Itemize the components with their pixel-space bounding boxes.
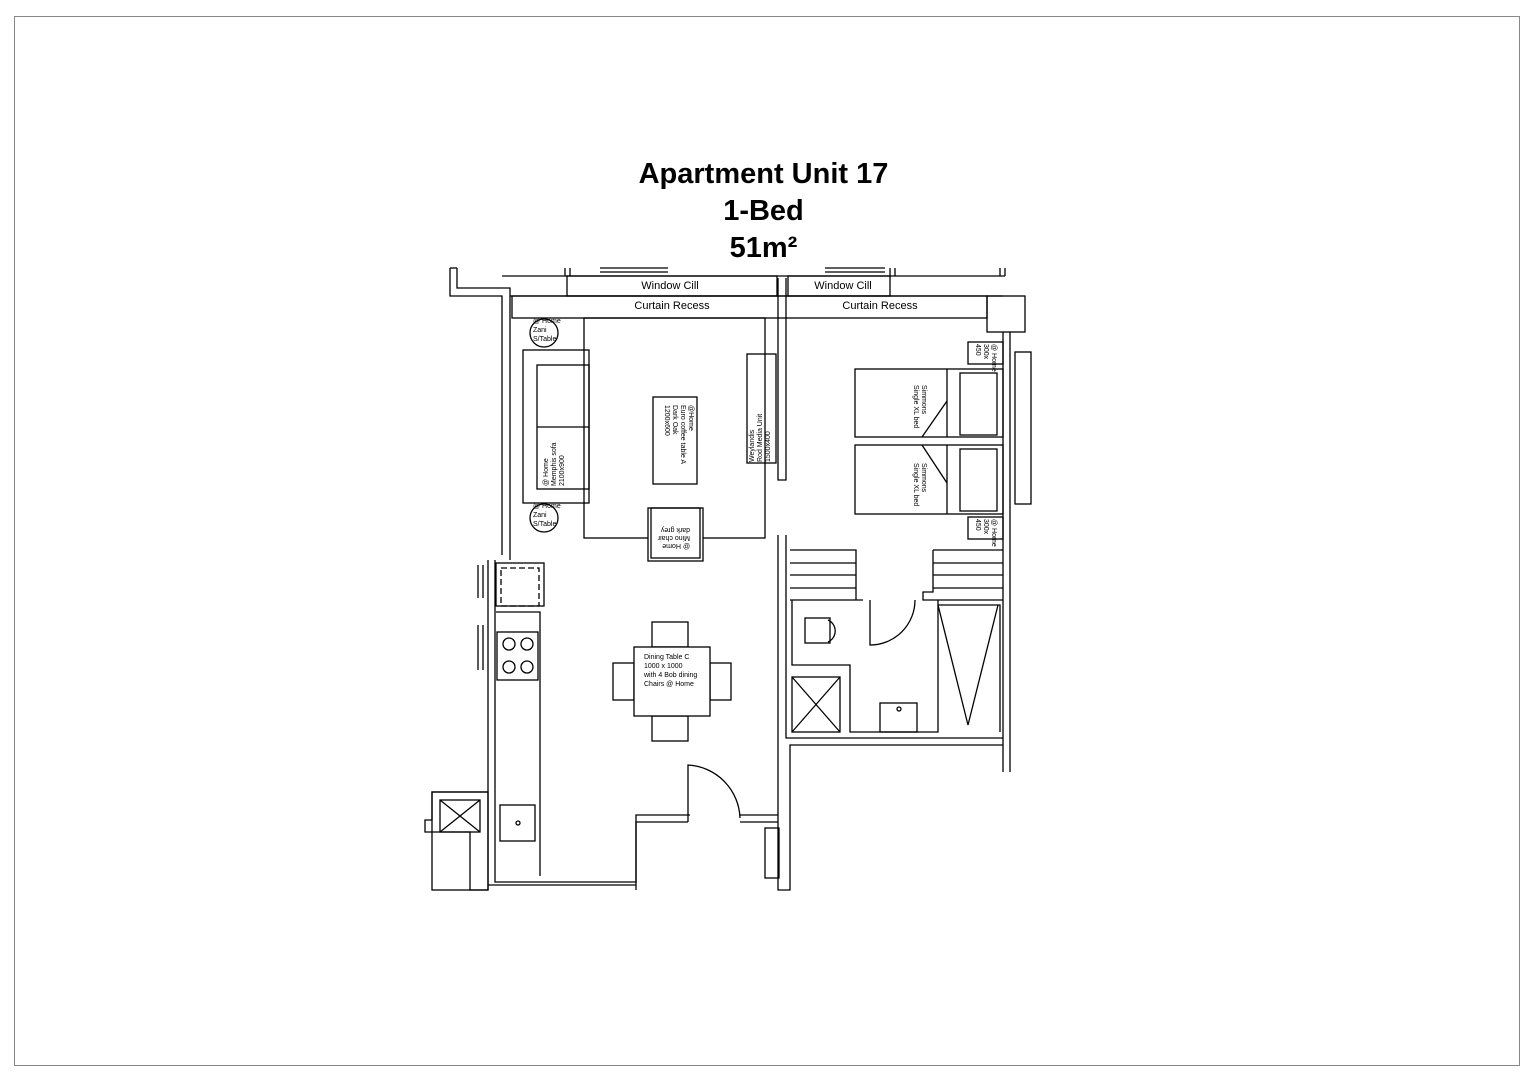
dining-table: Dining Table C 1000 x 1000 with 4 Bob di… [612, 621, 732, 742]
furniture-label: @ Home [990, 344, 997, 372]
furniture-label: Zani [533, 327, 547, 334]
furniture-label: dark grey [660, 526, 690, 533]
curtain-recess-label-right: Curtain Recess [842, 300, 918, 312]
furniture-label: 1500x400 [765, 431, 772, 462]
furniture-label: @ Home [990, 519, 997, 547]
window-cill-label-left: Window Cill [641, 280, 698, 292]
bedside-table-bottom: @ Home 300x 450 [967, 516, 1004, 547]
curtain-recess-label-left: Curtain Recess [634, 300, 710, 312]
furniture-label: @Home [687, 405, 694, 431]
walls [424, 267, 1032, 891]
entry-door[interactable] [687, 764, 741, 822]
furniture-label: 1000 x 1000 [644, 663, 683, 670]
furniture-label: Euro coffee table A [679, 405, 686, 464]
armchair: @ Home Mino chair dark grey [647, 507, 704, 562]
bed-bottom: Simmons Single XL bed [854, 444, 1004, 515]
furniture-label: @ Home [533, 503, 561, 510]
furniture-label: 450 [974, 344, 981, 356]
furniture-label: Zani [533, 512, 547, 519]
sofa: @ Home Memphis sofa 2100x900 [522, 349, 590, 504]
furniture-label: Dining Table C [644, 654, 689, 661]
bedside-table-top: @ Home 300x 450 [967, 341, 1004, 372]
furniture-label: S/Table [533, 521, 556, 528]
side-table-bottom: @ Home Zani S/Table [529, 503, 561, 533]
furniture-label: Simmons [920, 385, 927, 415]
kitchen [495, 562, 545, 876]
furniture-label: @ Home [543, 458, 550, 486]
furniture-label: Weylandis [749, 429, 756, 462]
wardrobes [790, 549, 1003, 601]
furniture-label: 300x [982, 344, 989, 360]
furniture-label: Dark Oak [671, 405, 678, 435]
furniture-label: 450 [974, 519, 981, 531]
title-type: 1-Bed [723, 195, 804, 227]
side-table-top: @ Home Zani S/Table [529, 318, 561, 348]
furniture-label: 300x [982, 519, 989, 535]
furniture-label: Mino chair [657, 534, 690, 541]
furniture-label: Simmons [920, 463, 927, 493]
furniture-label: with 4 Bob dining [643, 672, 697, 679]
furniture-label: Rod Media Unit [757, 414, 764, 462]
bed-top: Simmons Single XL bed [854, 368, 1004, 438]
furniture-label: Chairs @ Home [644, 681, 694, 688]
media-unit: Weylandis Rod Media Unit 1500x400 [746, 353, 777, 464]
bathroom [791, 599, 1001, 733]
plan-title: Apartment Unit 17 1-Bed 51m² [0, 156, 1527, 267]
furniture-label: 2100x900 [559, 455, 566, 486]
furniture-label: @ Home [662, 542, 690, 549]
title-area: 51m² [729, 232, 798, 264]
coffee-table: @Home Euro coffee table A Dark Oak 1200x… [652, 396, 698, 485]
drawing-frame [14, 16, 1520, 1066]
furniture-label: Memphis sofa [551, 442, 558, 486]
window-cill-label-right: Window Cill [814, 280, 871, 292]
title-unit: Apartment Unit 17 [638, 158, 889, 190]
furniture-label: Single XL bed [912, 385, 919, 428]
windows [600, 267, 885, 273]
furniture-label: 1200x600 [663, 405, 670, 436]
furniture-label: Single XL bed [912, 463, 919, 506]
furniture-label: @ Home [533, 318, 561, 325]
furniture-label: S/Table [533, 336, 556, 343]
